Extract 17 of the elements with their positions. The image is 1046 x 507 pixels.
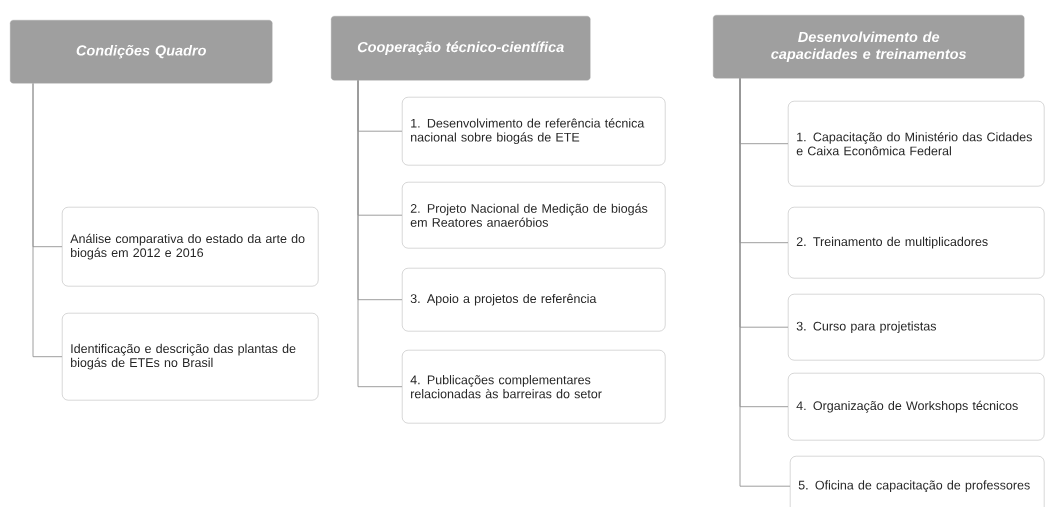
category-header: Condições Quadro (10, 20, 273, 84)
connector-line (32, 82, 63, 358)
activity-box: Análise comparativa do estado da arte do biogás em 2012 e 2016 (62, 207, 319, 287)
activity-box: 5. Oficina de capacitação de professores (790, 456, 1045, 507)
activity-box: Identificação e descrição das plantas de biogás de ETEs no Brasil (62, 313, 319, 401)
category-header: Cooperação técnico-científica (331, 16, 591, 81)
connector-line (357, 79, 403, 388)
activity-box: 1. Desenvolvimento de referência técnica nacional sobre biogás de ETE (402, 97, 666, 166)
activity-box: 2. Treinamento de multiplicadores (788, 207, 1045, 279)
activity-box: 2. Projeto Nacional de Medição de biogás em Reatores anaeróbios (402, 182, 666, 249)
activity-box: 4. Publicações complementares relacionadas às barreiras do setor (402, 350, 666, 424)
activity-box: 1. Capacitação do Ministério das Cidades e Caixa Econômica Federal (788, 101, 1045, 187)
connector-line (739, 77, 791, 487)
category-header: Desenvolvimento de capacidades e treinamentos (713, 15, 1025, 79)
activity-box: 3. Curso para projetistas (788, 294, 1045, 361)
activity-box: 4. Organização de Workshops técnicos (788, 373, 1045, 441)
activity-box: 3. Apoio a projetos de referência (402, 268, 666, 332)
